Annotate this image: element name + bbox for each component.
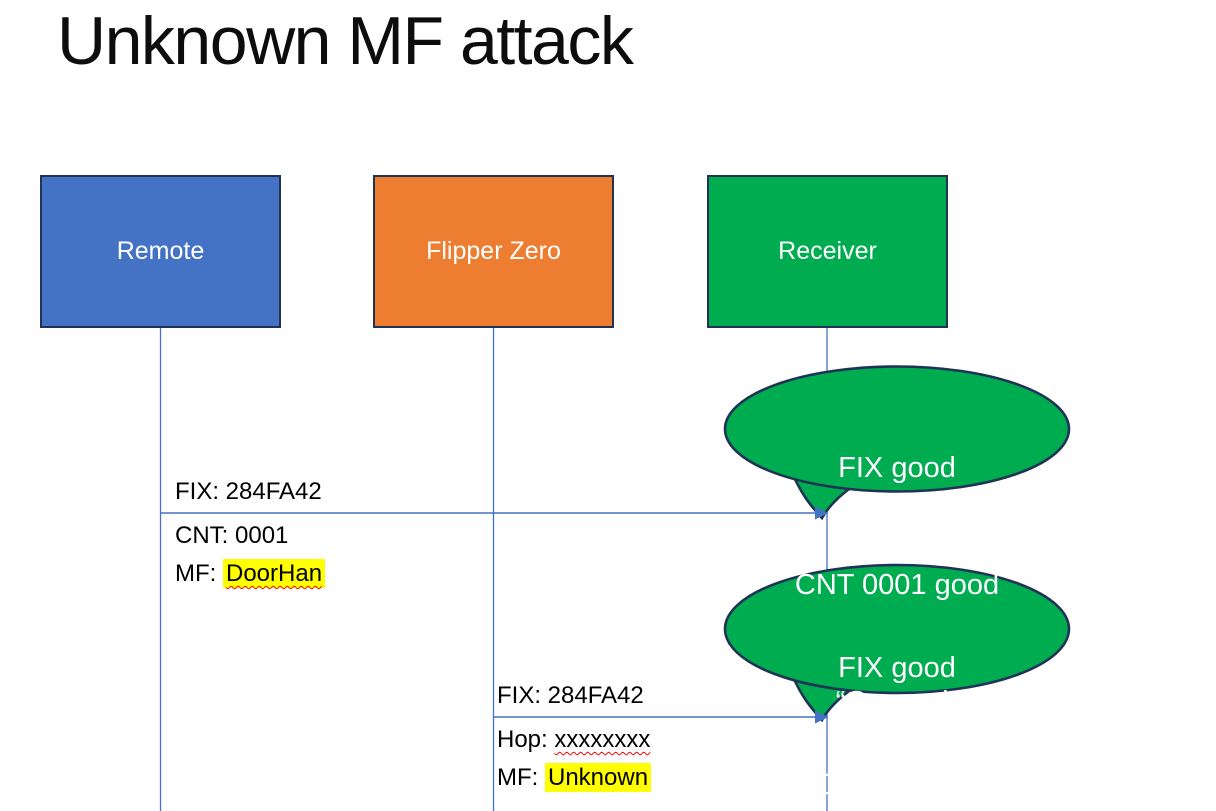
message-1-mf-value-highlighted: DoorHan [223,559,326,588]
actor-label-receiver: Receiver [778,237,877,265]
callout-1-line-3: “Opened” [835,686,959,718]
actor-label-remote: Remote [116,237,205,265]
message-1-fix: FIX: 284FA42 [175,478,322,505]
message-2-mf-value-highlighted: Unknown [545,763,652,792]
callout-bubble-2 [723,563,1071,723]
message-2-label-below: Hop: xxxxxxxx MF: Unknown [497,721,652,797]
message-arrow-1 [161,506,829,520]
callout-1-text: FIX good CNT 0001 good “Opened” [725,371,1069,800]
message-arrow-2 [493,710,829,724]
callout-2-line-2: CNT is ???? [816,769,978,801]
message-2-label-above: FIX: 284FA42 [497,681,644,711]
callout-bubble-1 [723,365,1071,521]
message-2-hop-value-squiggled: xxxxxxxx [554,726,651,753]
message-1-label-above: FIX: 284FA42 [175,477,322,507]
message-2-fix: FIX: 284FA42 [497,682,644,709]
actor-box-remote: Remote [40,175,281,328]
message-2-mf-prefix: MF: [497,764,545,791]
message-2-mf-line: MF: Unknown [497,759,652,797]
message-1-arrowhead-icon [815,506,829,520]
actor-box-receiver: Receiver [707,175,948,328]
slide-title: Unknown MF attack [57,3,634,79]
callout-1-ellipse [723,365,1071,493]
message-2-hop-line: Hop: xxxxxxxx [497,721,651,759]
message-2-hop-prefix: Hop: [497,726,555,753]
message-1-mf-prefix: MF: [175,560,223,587]
message-1-mf-line: MF: DoorHan [175,555,326,593]
message-1-cnt: CNT: 0001 [175,522,289,549]
callout-1-line-2: CNT 0001 good [794,569,1000,601]
callout-2-text: FIX good CNT is ???? “Opened” [725,571,1069,811]
actor-box-flipper-zero: Flipper Zero [373,175,614,328]
callout-2-line-1: FIX good [838,652,956,684]
message-1-label-below: CNT: 0001 MF: DoorHan [175,517,326,593]
actor-label-flipper-zero: Flipper Zero [426,237,561,265]
callout-1-line-1: FIX good [838,452,956,484]
message-2-arrowhead-icon [815,710,829,724]
callout-2-ellipse [723,563,1071,695]
